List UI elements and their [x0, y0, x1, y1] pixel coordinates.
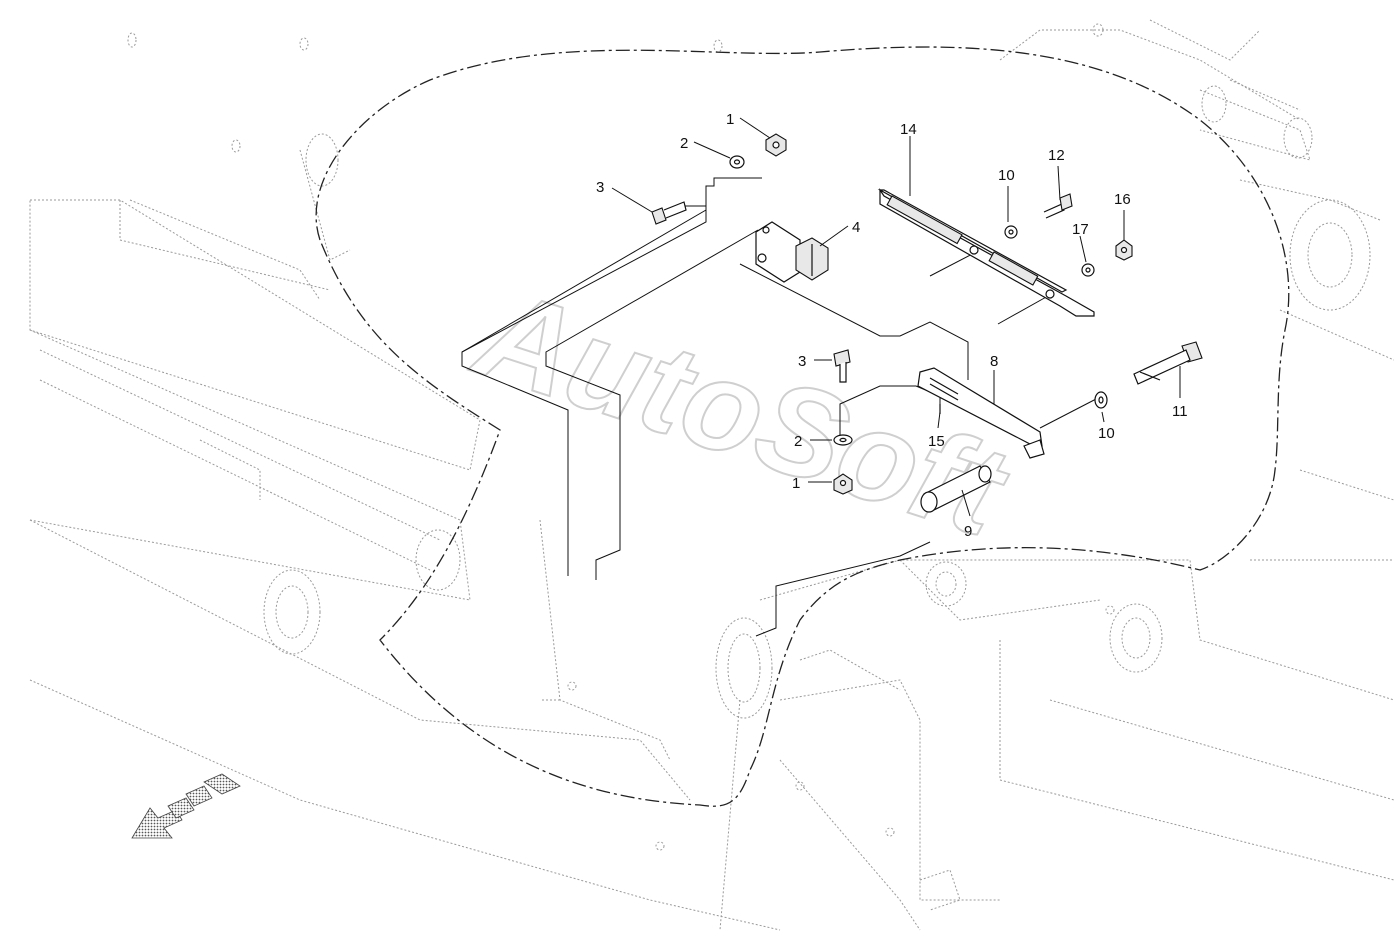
front-direction-arrow-icon [131, 773, 241, 839]
part-9-sleeve [920, 465, 992, 513]
callout-17: 17 [1072, 221, 1089, 238]
callout-3-middle: 3 [798, 353, 806, 370]
part-1-nut-lower [833, 473, 853, 495]
callout-1-top: 1 [726, 111, 734, 128]
callout-numbers: 1 2 3 4 14 10 12 16 17 3 8 2 15 1 11 10 … [596, 111, 1188, 540]
callout-4: 4 [852, 219, 860, 236]
part-12-screw [1043, 193, 1073, 219]
callout-8: 8 [990, 353, 998, 370]
part-2-washer-top [729, 155, 745, 169]
part-3-bolt-middle [833, 349, 851, 383]
leader-lines [461, 177, 1099, 637]
callout-2-top: 2 [680, 135, 688, 152]
part-10-washer-plate [1004, 225, 1018, 239]
part-16-nut [1115, 239, 1133, 261]
part-1-nut-top [765, 133, 787, 157]
watermark-text: AutoSoft [459, 260, 1024, 565]
assembly-boundary-outline [315, 46, 1290, 807]
callout-15: 15 [928, 433, 945, 450]
callout-1-lower: 1 [792, 475, 800, 492]
part-14-slotted-plate [877, 188, 1095, 317]
part-11-long-bolt [1133, 341, 1203, 385]
part-17-washer [1081, 263, 1095, 277]
part-10-washer-lower [1094, 391, 1108, 409]
part-3-bolt-left [651, 201, 687, 225]
callout-12: 12 [1048, 147, 1065, 164]
callout-leaders [611, 117, 1181, 517]
callout-9: 9 [964, 523, 972, 540]
callout-3-top: 3 [596, 179, 604, 196]
callout-2-lower: 2 [794, 433, 802, 450]
part-2-washer-lower [833, 434, 853, 446]
callout-11: 11 [1172, 403, 1188, 420]
part-8-arm [917, 367, 1045, 459]
callout-10-lower: 10 [1098, 425, 1115, 442]
callout-14: 14 [900, 121, 917, 138]
background-frame-ghost [29, 19, 1394, 931]
callout-10-top: 10 [998, 167, 1015, 184]
callout-16: 16 [1114, 191, 1131, 208]
part-4-sensor-bracket [755, 221, 829, 283]
